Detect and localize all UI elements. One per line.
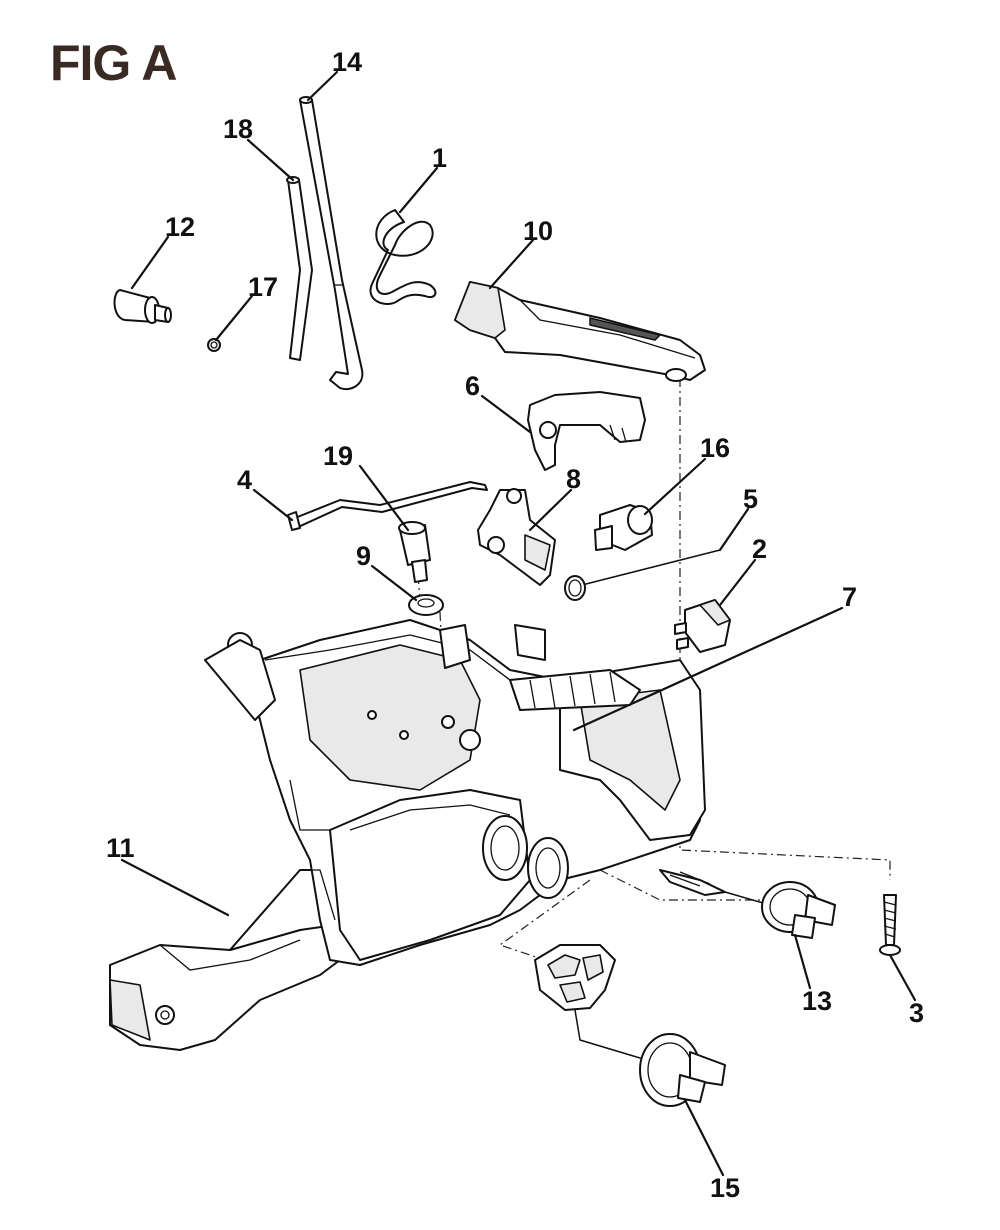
callout-6: 6 — [465, 371, 480, 401]
leader-12 — [130, 235, 170, 290]
leader-4 — [252, 488, 294, 522]
callout-15: 15 — [710, 1173, 740, 1203]
leader-15 — [683, 1098, 725, 1177]
leader-8 — [528, 488, 573, 532]
callout-18: 18 — [223, 114, 253, 144]
leader-19 — [358, 464, 410, 532]
part-2-switch[interactable] — [674, 599, 731, 653]
leader-13 — [793, 933, 812, 990]
leader-7 — [572, 606, 844, 732]
leader-2 — [718, 558, 757, 607]
leader-11 — [120, 858, 230, 917]
part-5-spring[interactable] — [564, 549, 721, 601]
leader-6 — [480, 394, 532, 434]
leader-17 — [214, 294, 254, 342]
leader-18 — [246, 138, 295, 182]
part-1-curved-hose[interactable] — [369, 209, 437, 305]
part-10-handle-cover[interactable] — [454, 281, 706, 382]
callout-3: 3 — [909, 998, 924, 1028]
callout-5: 5 — [743, 484, 758, 514]
part-17-clamp[interactable] — [207, 338, 221, 352]
part-19-primer-bulb[interactable] — [398, 521, 431, 583]
callout-12: 12 — [165, 212, 195, 242]
part-4-throttle-rod[interactable] — [287, 481, 488, 531]
part-15-oil-cap[interactable] — [534, 944, 726, 1107]
callout-13: 13 — [802, 986, 832, 1016]
callout-1: 1 — [432, 143, 447, 173]
callout-8: 8 — [566, 464, 581, 494]
callout-10: 10 — [523, 216, 553, 246]
callout-19: 19 — [323, 441, 353, 471]
figure-title: FIG A — [50, 35, 177, 91]
part-9-grommet[interactable] — [408, 594, 444, 616]
part-11-main-housing[interactable] — [109, 619, 706, 1051]
part-12-bushing[interactable] — [113, 289, 172, 324]
leader-lines — [120, 70, 917, 1177]
part-18-hose[interactable] — [286, 176, 313, 361]
part-6-lockout-lever[interactable] — [527, 391, 646, 471]
leader-14 — [306, 70, 339, 102]
leader-10 — [488, 238, 535, 290]
leader-9 — [370, 564, 418, 602]
leader-3 — [888, 953, 917, 1002]
part-13-fuel-cap[interactable] — [659, 869, 836, 939]
callout-16: 16 — [700, 433, 730, 463]
callout-7: 7 — [842, 582, 857, 612]
callout-4: 4 — [237, 465, 252, 495]
callout-11: 11 — [106, 833, 135, 863]
callout-2: 2 — [752, 534, 767, 564]
part-14-fuel-hose[interactable] — [299, 96, 364, 390]
part-3-screw[interactable] — [879, 894, 901, 956]
callout-17: 17 — [248, 272, 278, 302]
leader-1 — [398, 166, 439, 214]
callout-labels: 14 18 1 10 12 17 6 16 4 19 8 5 9 2 7 11 … — [106, 47, 924, 1203]
part-16-connector[interactable] — [594, 504, 653, 551]
leader-5 — [718, 507, 750, 552]
leader-16 — [643, 457, 707, 516]
part-8-throttle-trigger[interactable] — [477, 488, 556, 586]
callout-9: 9 — [356, 541, 371, 571]
callout-14: 14 — [332, 47, 362, 77]
